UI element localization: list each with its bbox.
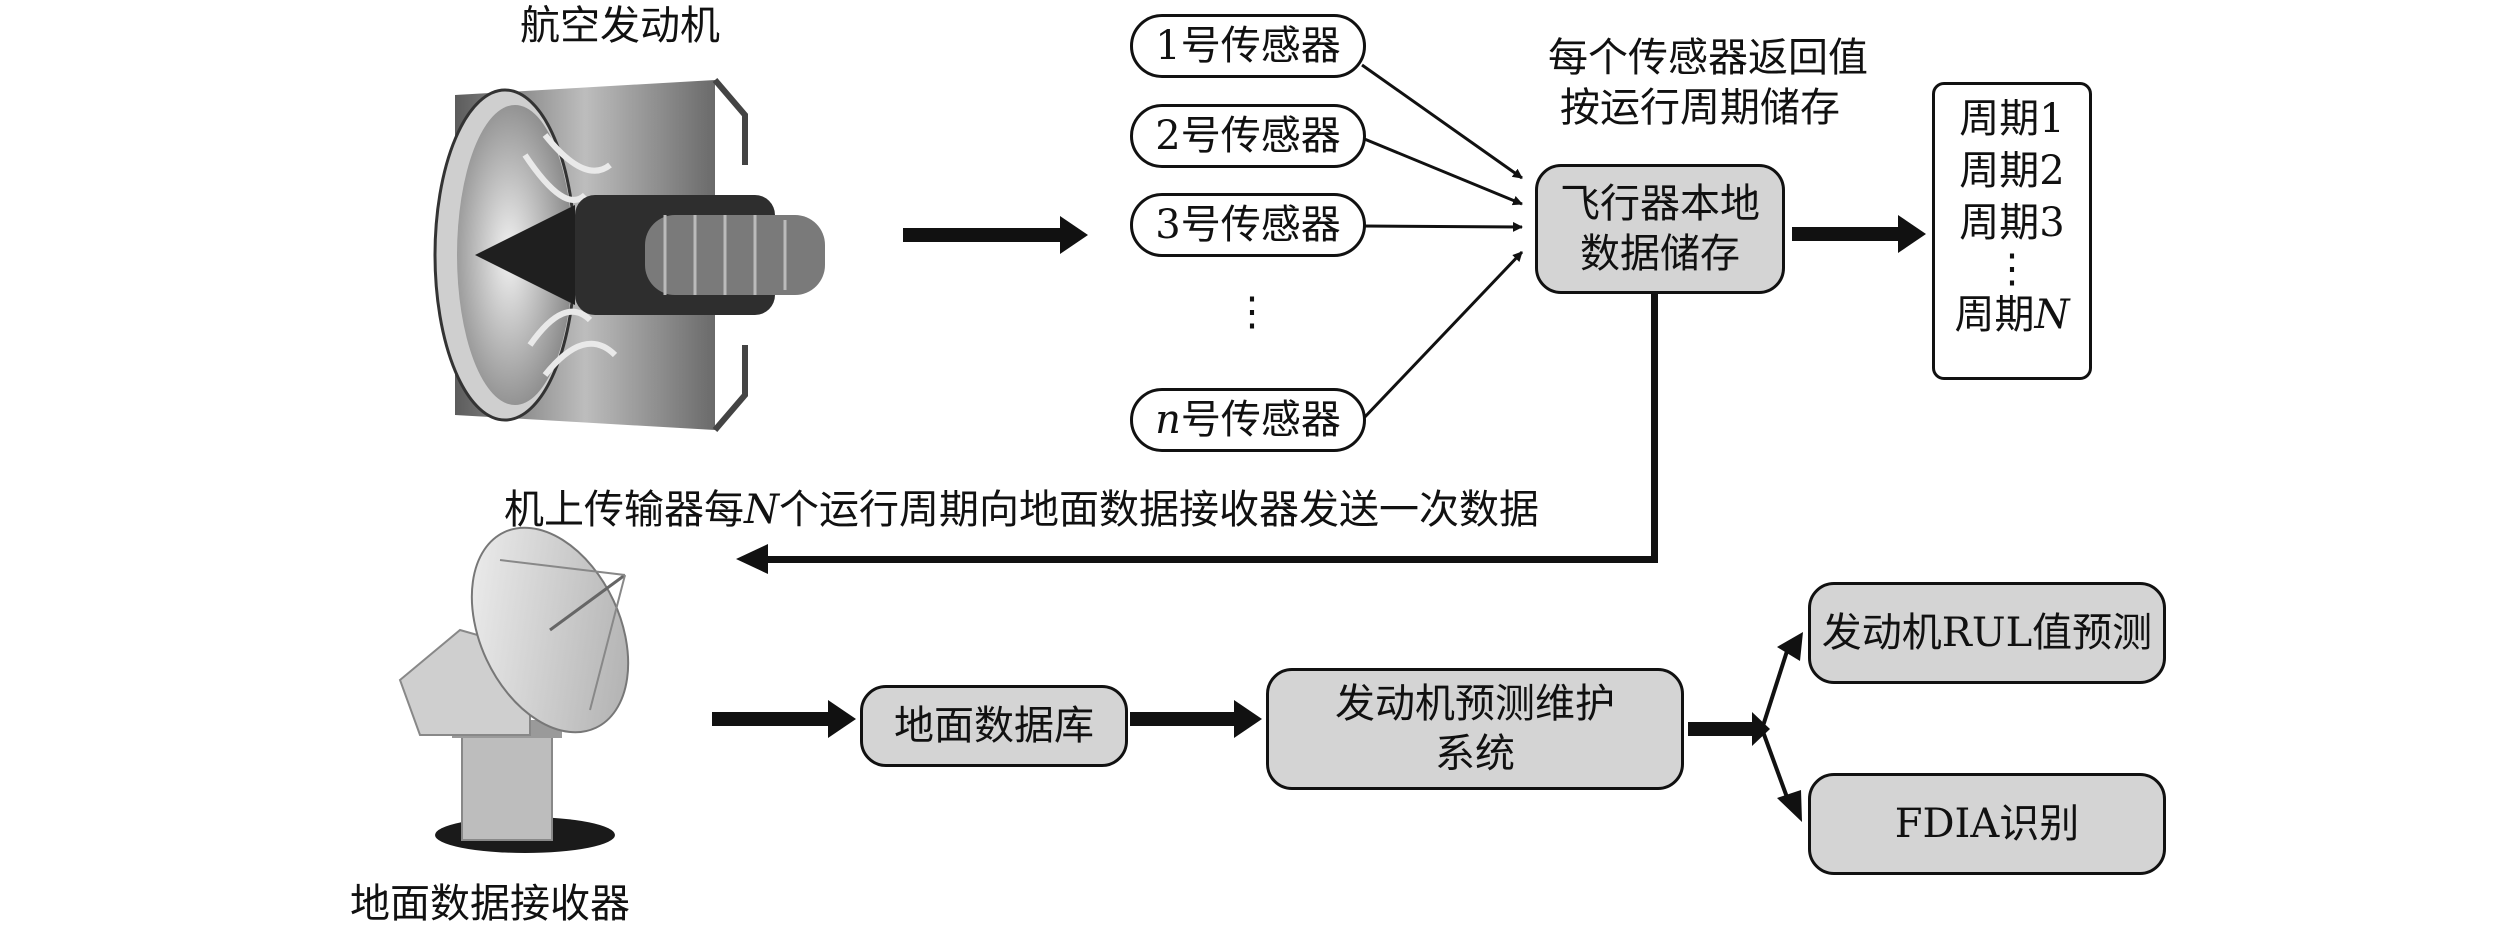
sensor-2-box: 2号传感器: [1130, 104, 1366, 168]
local-storage-line1: 飞行器本地: [1560, 181, 1760, 227]
cycle-item-n-prefix: 周期: [1954, 292, 2035, 338]
sensor-1-label: 1号传感器: [1155, 23, 1341, 69]
fdia-detection-box: FDIA识别: [1808, 773, 2166, 875]
local-storage-box: 飞行器本地 数据储存: [1535, 164, 1785, 294]
sensor-2-label: 2号传感器: [1155, 113, 1341, 159]
transmit-caption: 机上传输器每N个运行周期向地面数据接收器发送一次数据: [504, 486, 1539, 534]
rul-prediction-box: 发动机RUL值预测: [1808, 582, 2166, 684]
sensor-arrows: [1360, 63, 1524, 422]
arrow-phm-to-outputs: [1688, 632, 1803, 822]
sensor-ellipsis: ⋮: [1232, 289, 1272, 335]
cycle-item-n-var: N: [2034, 292, 2070, 338]
ground-database-box: 地面数据库: [860, 685, 1128, 767]
sensor-n-var: n: [1155, 397, 1181, 443]
jet-engine-image: [433, 78, 825, 432]
sensor-n-label: n号传感器: [1155, 395, 1341, 445]
arrow-db-to-phm: [1130, 700, 1262, 738]
phm-system-box: 发动机预测维护 系统: [1266, 668, 1684, 790]
sensor-3-box: 3号传感器: [1130, 193, 1366, 257]
cycle-ellipsis: ⋮: [1992, 246, 2032, 292]
fdia-detection-label: FDIA识别: [1894, 801, 2080, 847]
arrow-storage-to-cycles: [1792, 215, 1926, 253]
arrow-transmit-path: [736, 290, 1658, 574]
cycle-item-3: 周期3: [1959, 200, 2065, 246]
storage-caption-line2: 按运行周期储存: [1560, 85, 1840, 131]
arrow-receiver-to-db: [712, 700, 856, 738]
phm-system-line1: 发动机预测维护: [1335, 681, 1615, 727]
cycle-item-n: 周期N: [1935, 289, 2089, 341]
cycle-item-2: 周期2: [1959, 148, 2065, 194]
sensor-1-box: 1号传感器: [1130, 14, 1366, 78]
transmit-var: N: [744, 487, 779, 533]
ground-database-label: 地面数据库: [894, 703, 1094, 749]
receiver-label: 地面数据接收器: [350, 881, 630, 927]
transmit-suffix: 个运行周期向地面数据接收器发送一次数据: [779, 487, 1539, 533]
rul-prediction-label: 发动机RUL值预测: [1821, 610, 2153, 656]
satellite-dish-image: [398, 526, 630, 853]
storage-caption-line1: 每个传感器返回值: [1548, 35, 1868, 81]
engine-label: 航空发动机: [520, 3, 720, 49]
cycle-list-box: 周期1 周期2 周期3 ⋮ 周期N: [1932, 82, 2092, 380]
arrow-engine-to-sensors: [903, 216, 1088, 254]
transmit-prefix: 机上传输器每: [504, 487, 744, 533]
local-storage-line2: 数据储存: [1580, 231, 1740, 277]
sensor-3-label: 3号传感器: [1155, 202, 1341, 248]
sensor-n-box: n号传感器: [1130, 388, 1366, 452]
sensor-n-text: 号传感器: [1180, 397, 1341, 443]
phm-system-line2: 系统: [1435, 731, 1515, 777]
cycle-item-1: 周期1: [1959, 96, 2065, 142]
